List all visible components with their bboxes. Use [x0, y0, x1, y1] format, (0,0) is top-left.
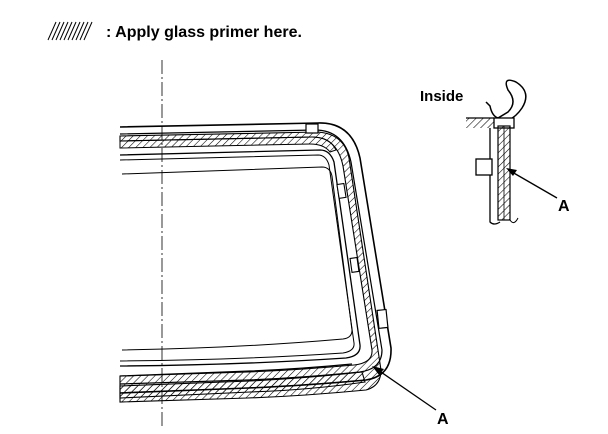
- daylight-opening: [121, 166, 353, 351]
- legend-text: : Apply glass primer here.: [106, 24, 302, 41]
- callout-a-main: A: [437, 411, 449, 428]
- clip-right-lower: [376, 308, 389, 330]
- primer-band-bottom: [119, 371, 366, 399]
- hatch-swatch-icon: [47, 21, 93, 41]
- body-panel: [489, 128, 501, 225]
- clip-right-upper: [336, 182, 347, 200]
- body-panel-edge: [509, 217, 519, 224]
- callout-arrowhead-detail: [506, 168, 517, 176]
- glass-edge: [119, 149, 361, 367]
- callout-leader-detail: [511, 171, 558, 199]
- glass-edge-inner: [119, 154, 355, 362]
- primer-band-top: [119, 136, 337, 153]
- callout-arrowhead-main: [372, 366, 384, 375]
- body-ledge: [466, 118, 494, 128]
- windshield-outline: A: [119, 60, 449, 428]
- section-detail: Inside A: [420, 79, 570, 225]
- molding-lip: [485, 79, 527, 123]
- sill-line: [119, 363, 353, 377]
- legend: : Apply glass primer here.: [47, 21, 302, 41]
- callout-leader-main: [377, 369, 437, 411]
- dam-block: [475, 158, 493, 176]
- clip-right-mid: [349, 256, 360, 273]
- callout-a-detail: A: [558, 198, 570, 215]
- clip-top: [305, 123, 319, 134]
- inside-label: Inside: [420, 88, 463, 105]
